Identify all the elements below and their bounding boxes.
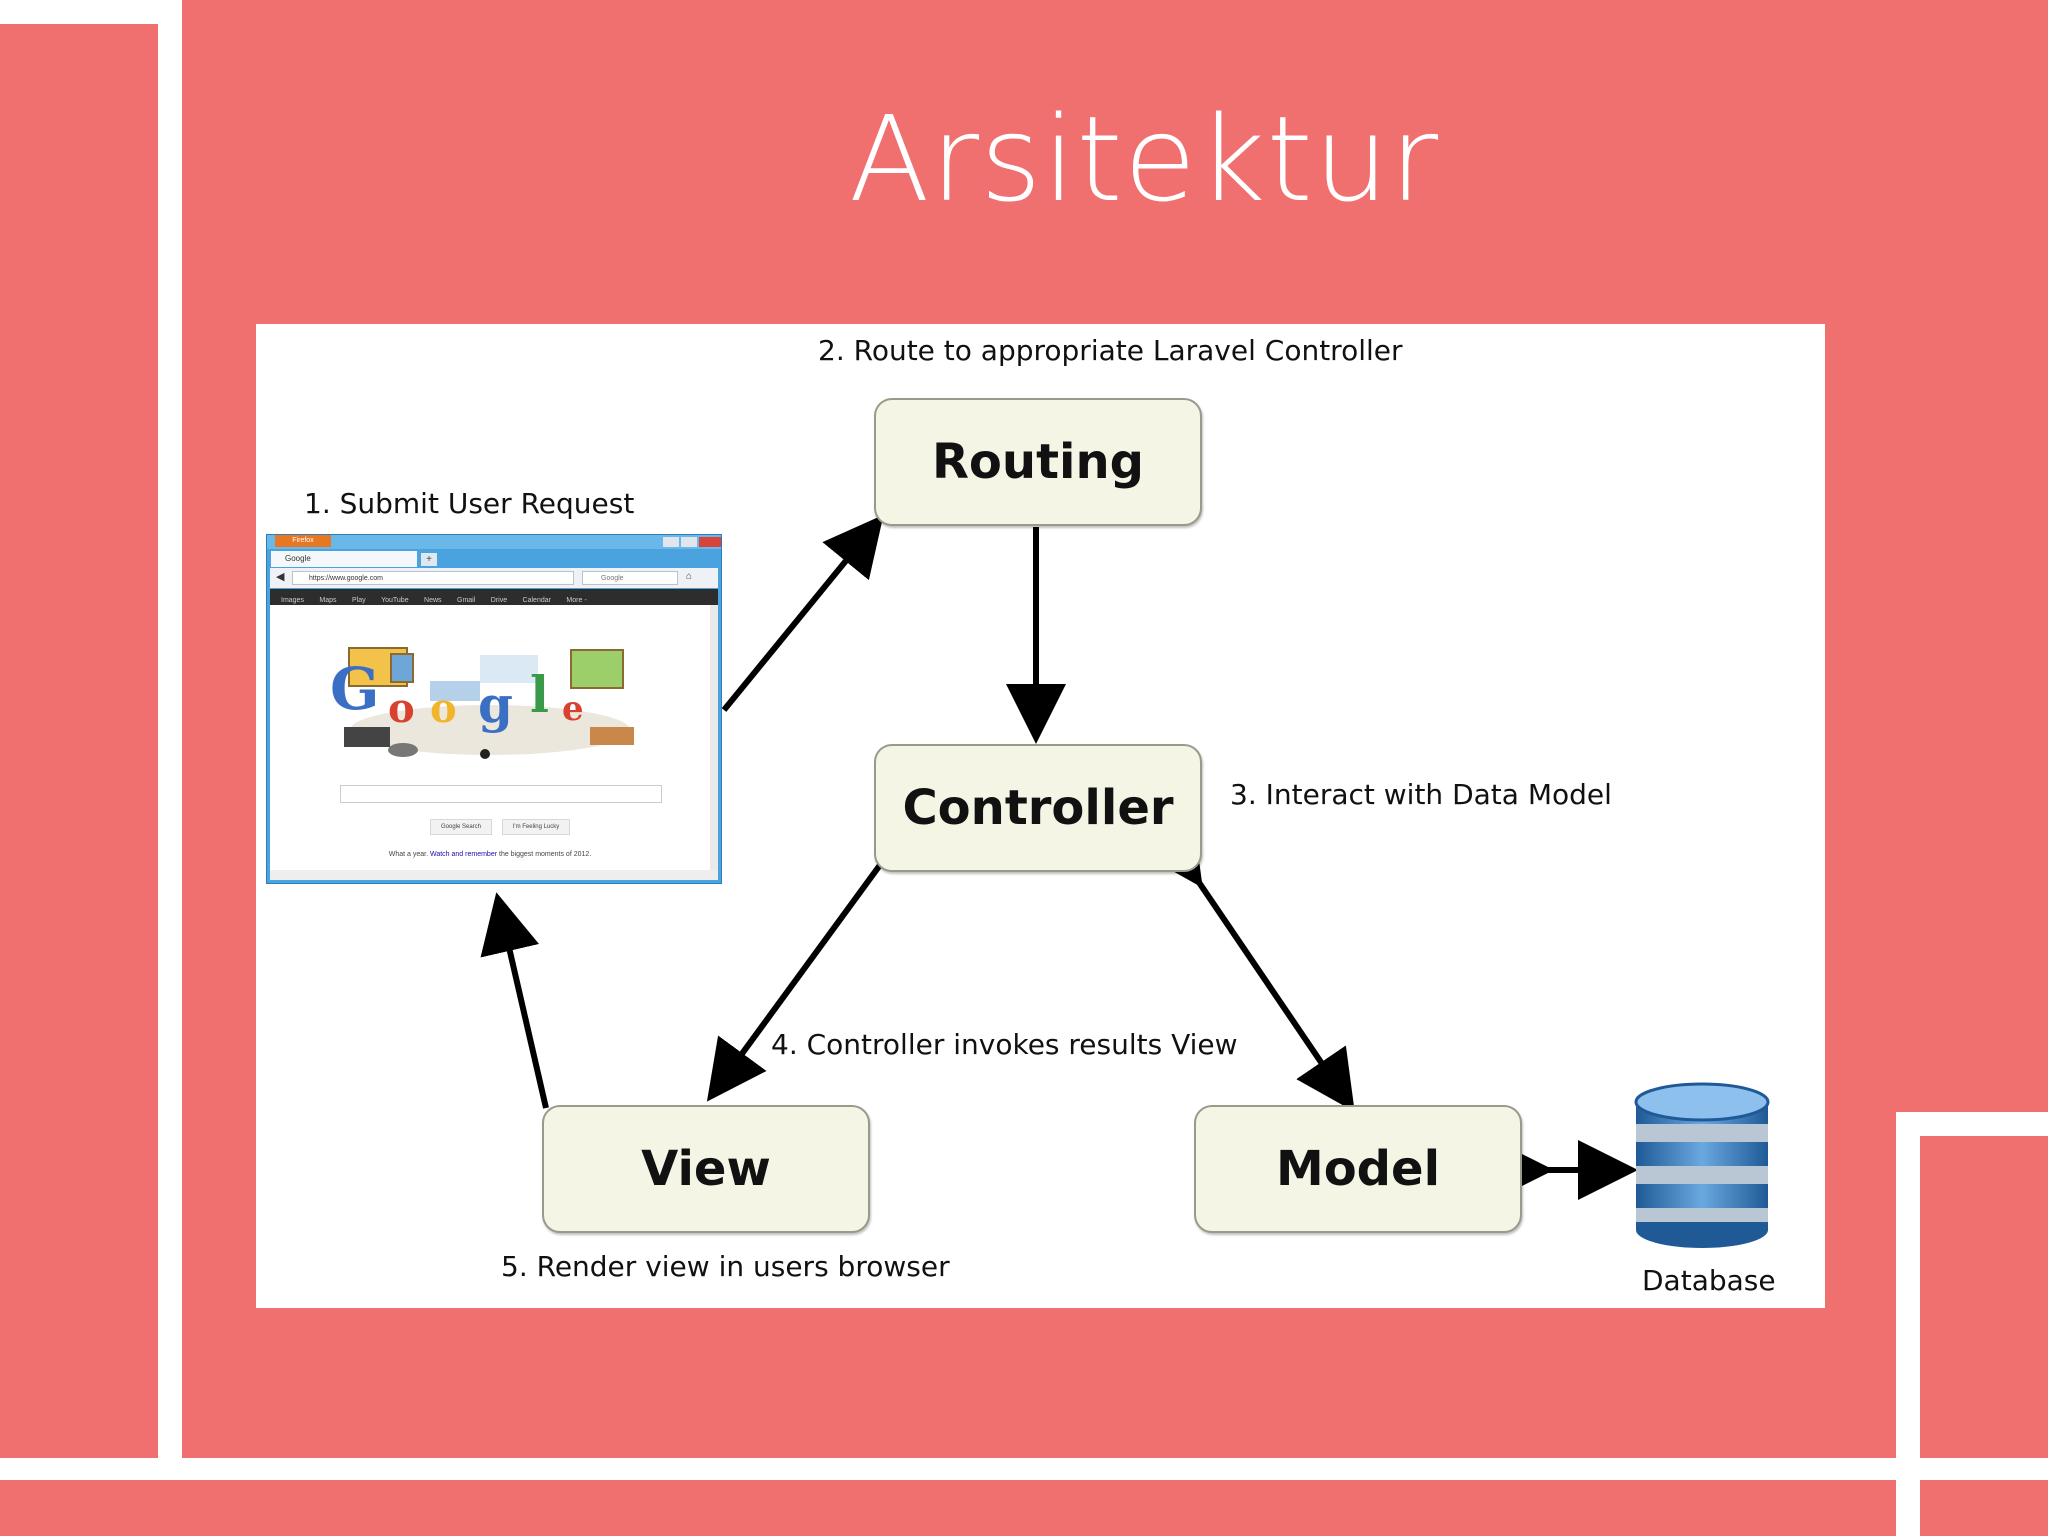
model-node: Model (1194, 1105, 1522, 1233)
frame-corner-right (1896, 1112, 2048, 1136)
google-nav-link: Images (281, 597, 304, 604)
view-label: View (641, 1141, 771, 1197)
arrow-browser-to-routing (721, 514, 884, 712)
arrow-controller-to-view (706, 863, 883, 1102)
step-2-label: 2. Route to appropriate Laravel Controll… (818, 334, 1403, 367)
google-nav-link: More - (566, 597, 587, 604)
browser-page: G o o g l e Google Search I'm Feeling Lu… (270, 605, 718, 871)
back-icon: ◀ (276, 571, 285, 583)
google-search-button: Google Search (430, 819, 492, 835)
close-icon (699, 537, 721, 547)
database-icon (1634, 1082, 1770, 1248)
view-node: View (542, 1105, 870, 1233)
google-footer: What a year. Watch and remember the bigg… (270, 851, 710, 858)
google-nav-link: YouTube (381, 597, 409, 604)
browser-titlebar: Firefox (267, 535, 721, 549)
google-nav-link: News (424, 597, 442, 604)
step-4-label: 4. Controller invokes results View (771, 1028, 1238, 1061)
database-label: Database (1642, 1264, 1776, 1297)
mvc-diagram: Routing Controller View Model 2. Route t… (256, 324, 1825, 1308)
google-nav-link: Maps (319, 597, 337, 604)
google-nav-link: Calendar (522, 597, 551, 604)
frame-corner-top-left (0, 0, 182, 24)
frame-line-left (158, 0, 182, 1460)
diagram-arrows (480, 514, 1770, 1248)
model-label: Model (1275, 1141, 1441, 1197)
browser-tab: Google (271, 551, 417, 567)
step-5-label: 5. Render view in users browser (501, 1250, 950, 1283)
google-nav-link: Gmail (457, 597, 476, 604)
footer-prefix: What a year. (388, 851, 429, 858)
address-bar: https://www.google.com (292, 571, 574, 585)
google-doodle: G o o g l e (330, 645, 650, 765)
minimize-icon (663, 537, 679, 547)
footer-suffix: the biggest moments of 2012. (499, 851, 592, 858)
firefox-badge: Firefox (275, 535, 331, 547)
feeling-lucky-button: I'm Feeling Lucky (502, 819, 570, 835)
browser-search-box: Google (582, 571, 678, 585)
browser-navbar: ◀ https://www.google.com Google ⌂ (270, 568, 718, 588)
controller-label: Controller (902, 780, 1174, 836)
step-1-label: 1. Submit User Request (304, 487, 635, 520)
maximize-icon (681, 537, 697, 547)
arrow-controller-model-bidir (1144, 821, 1355, 1112)
google-nav-link: Play (352, 597, 366, 604)
controller-node: Controller (874, 744, 1202, 872)
routing-node: Routing (874, 398, 1202, 526)
google-nav-bar: Images Maps Play YouTube News Gmail Driv… (270, 589, 718, 605)
arrow-view-to-browser (480, 892, 549, 1109)
google-search-input (340, 785, 662, 803)
step-3-label: 3. Interact with Data Model (1230, 778, 1612, 811)
frame-line-bottom (0, 1458, 2048, 1480)
new-tab-icon: + (421, 553, 437, 566)
vertical-scrollbar (710, 605, 718, 871)
routing-label: Routing (931, 434, 1145, 490)
slide-title: Arsitektur (848, 90, 1440, 228)
horizontal-scrollbar (270, 870, 718, 880)
browser-screenshot: Firefox Google + ◀ https://www.google.co… (266, 534, 722, 884)
footer-link: Watch and remember (430, 851, 498, 858)
frame-line-right (1896, 1112, 1920, 1536)
google-nav-link: Drive (490, 597, 508, 604)
home-icon: ⌂ (686, 571, 693, 582)
